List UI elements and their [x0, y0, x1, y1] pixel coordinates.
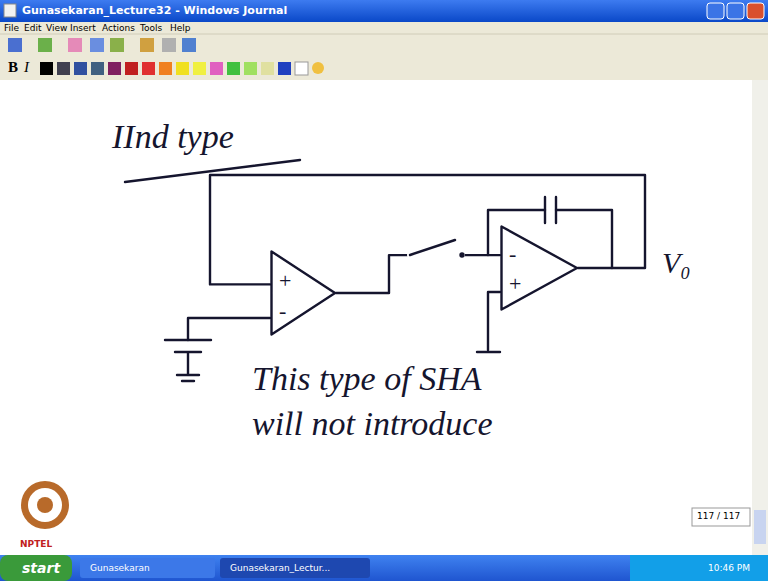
capacitor-wire — [556, 210, 612, 268]
menu-item: Insert — [70, 23, 96, 33]
task-button — [220, 558, 370, 578]
format-button: B — [8, 59, 18, 76]
reference-source-symbol — [165, 340, 211, 381]
menu-item: Edit — [24, 23, 41, 33]
clock-text: 10:46 PM — [708, 563, 750, 573]
minimize-button — [707, 3, 724, 19]
color-palette — [40, 62, 324, 75]
opamp-symbol: +- — [270, 250, 336, 336]
heading: IInd type — [112, 118, 234, 156]
pin-sign: - — [509, 239, 529, 269]
format-button-text: B — [8, 59, 18, 75]
scroll-thumb — [754, 510, 766, 544]
toolbar-area — [0, 22, 768, 80]
menu-item-text: Tools — [140, 23, 162, 33]
ground-symbol — [477, 292, 500, 352]
wire — [336, 255, 500, 293]
output-label-text: V₀ — [662, 246, 691, 279]
start-label: start — [22, 560, 60, 576]
logo-text-text: NPTEL — [20, 539, 52, 549]
taskbar-item-text: Gunasekaran_Lectur... — [230, 563, 330, 573]
maximize-button — [727, 3, 744, 19]
pen-tools — [8, 38, 196, 52]
clock: 10:46 PM — [708, 563, 750, 573]
taskbar-item-text: Gunasekaran — [90, 563, 150, 573]
capacitor-wire — [488, 210, 545, 255]
page-canvas — [0, 80, 752, 555]
pin-sign: + — [509, 269, 529, 299]
taskbar-item: Gunasekaran — [90, 563, 150, 573]
title-bar — [0, 0, 768, 22]
menu-item: Help — [170, 23, 191, 33]
app-icon — [4, 4, 16, 17]
menu-divider — [0, 34, 768, 35]
start-button — [0, 555, 72, 581]
nptel-logo — [21, 481, 69, 529]
menu-item: Tools — [140, 23, 162, 33]
reference-wire — [188, 318, 270, 340]
menu-item-text: Help — [170, 23, 191, 33]
format-button-text: I — [24, 59, 29, 75]
window-title: Gunasekaran_Lecture32 - Windows Journal — [22, 4, 287, 17]
page-counter-text: 117 / 117 — [697, 511, 740, 521]
handwritten-note-text: will not introduce — [252, 405, 493, 442]
start-label-text: start — [22, 560, 60, 576]
heading-text: IInd type — [112, 118, 234, 155]
wire — [210, 175, 645, 284]
title-underline — [125, 160, 300, 182]
scrollbar — [752, 80, 768, 555]
opamp-outline — [502, 227, 578, 310]
close-button — [747, 3, 764, 19]
pin-sign: + — [279, 266, 299, 296]
switch-blade — [410, 240, 455, 255]
menu-item: Actions — [102, 23, 135, 33]
logo-text: NPTEL — [20, 539, 52, 549]
page-counter-box — [692, 508, 750, 526]
system-tray — [630, 555, 768, 581]
opamp-symbol: -+ — [500, 225, 578, 311]
page-counter: 117 / 117 — [697, 511, 740, 521]
menu-item: File — [4, 23, 19, 33]
handwritten-note: will not introduce — [252, 405, 493, 443]
menu-item-text: View — [46, 23, 67, 33]
opamp-triangle — [500, 225, 578, 311]
handwritten-note-text: This type of SHA — [252, 360, 481, 397]
capacitor-symbol — [545, 197, 556, 223]
window-title-text: Gunasekaran_Lecture32 - Windows Journal — [22, 4, 287, 17]
opamp-outline — [272, 252, 336, 335]
taskbar — [0, 555, 768, 581]
format-button: I — [24, 59, 29, 76]
menu-item-text: Actions — [102, 23, 135, 33]
task-button — [80, 558, 215, 578]
menu-item-text: Insert — [70, 23, 96, 33]
taskbar-item: Gunasekaran_Lectur... — [230, 563, 330, 573]
menu-item: View — [46, 23, 67, 33]
menu-item-text: Edit — [24, 23, 41, 33]
output-label: V₀ — [662, 246, 691, 280]
switch-contact — [461, 254, 464, 257]
handwritten-note: This type of SHA — [252, 360, 481, 398]
pin-sign: - — [279, 296, 299, 326]
menu-item-text: File — [4, 23, 19, 33]
